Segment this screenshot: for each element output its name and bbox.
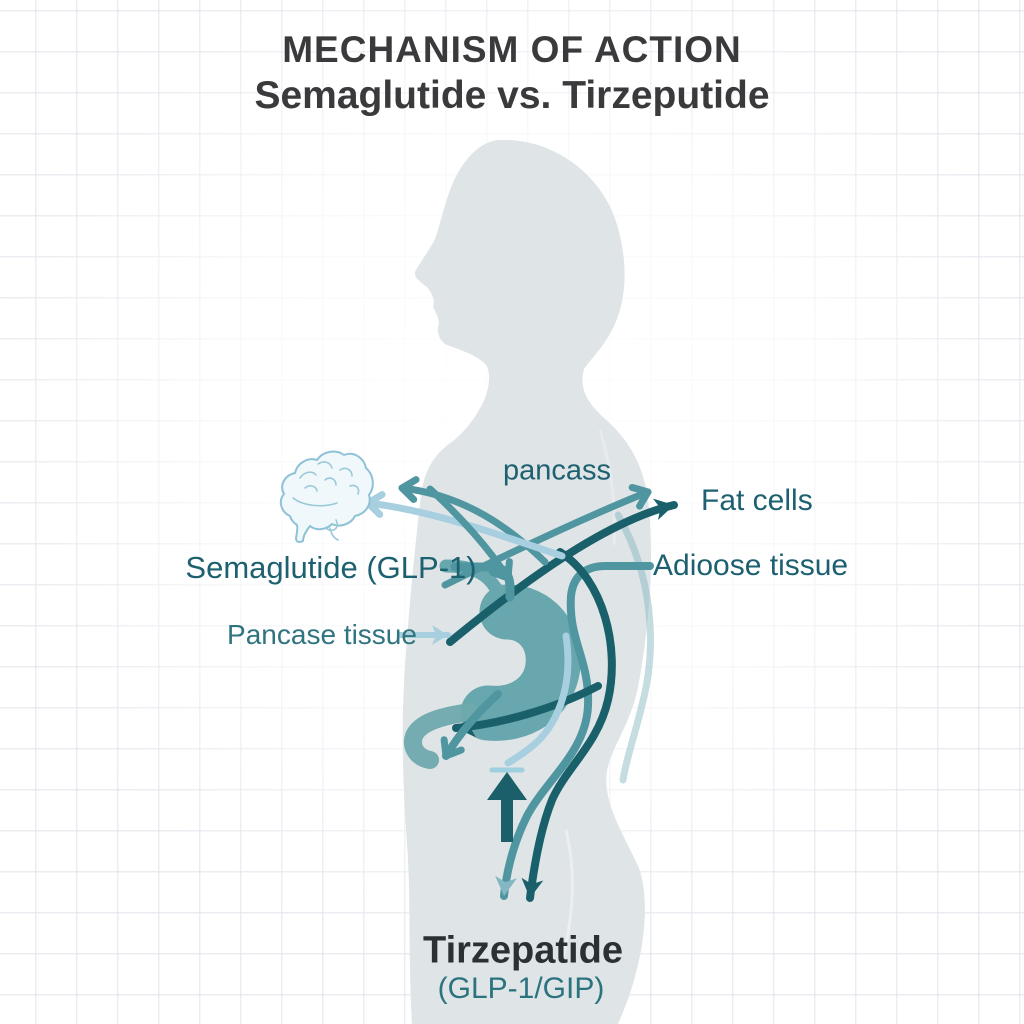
label-fat-cells: Fat cells (701, 484, 813, 517)
title-block: MECHANISM OF ACTION Semaglutide vs. Tirz… (0, 29, 1024, 119)
dark-strand-arrow (521, 548, 616, 902)
arrow-to-fat-cells-teal (441, 483, 652, 589)
inhibition-bar-icon (489, 632, 572, 773)
page-subtitle: Semaglutide vs. Tirzeputide (254, 73, 770, 117)
adipose-strand-arrow (495, 562, 654, 900)
body-contour-line (598, 429, 616, 546)
label-tirzepatide: Tirzepatide (423, 929, 623, 972)
duodenum (404, 703, 479, 769)
label-pancreas: pancass (502, 454, 612, 487)
body-contour-line (560, 829, 574, 963)
label-tirzepatide-receptors: (GLP-1/GIP) (437, 972, 605, 1005)
semaglutide-connector (450, 562, 515, 602)
label-pancreas-tissue: Pancase tissue (227, 619, 417, 650)
arrow-downleft-under-stomach (440, 690, 502, 760)
brain-icon (279, 450, 374, 543)
page-title: MECHANISM OF ACTION (282, 29, 742, 70)
inhibition-curve (504, 632, 572, 767)
stomach-body (460, 584, 581, 741)
label-adipose-tissue: Adioose tissue (653, 549, 849, 582)
faint-strand (614, 511, 654, 784)
up-arrow-icon (487, 772, 527, 842)
label-semaglutide: Semaglutide (GLP-1) (185, 550, 477, 585)
arrow-to-fat-cells-dark (446, 498, 678, 646)
